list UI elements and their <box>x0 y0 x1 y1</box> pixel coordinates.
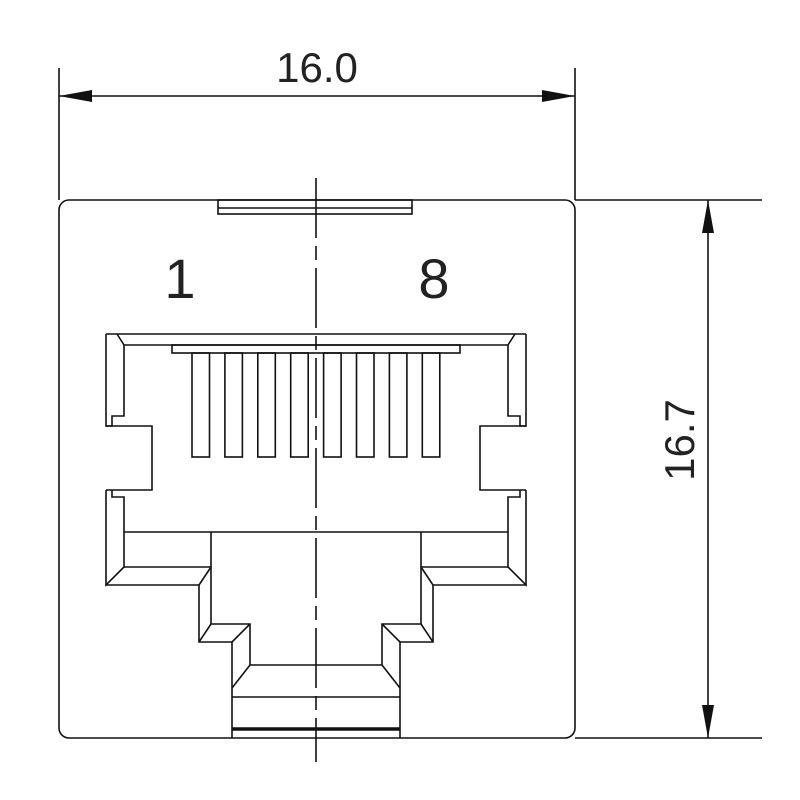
jack-body-outline <box>58 199 576 739</box>
contact-pin-5 <box>322 352 342 458</box>
arrowhead-left <box>59 90 92 102</box>
width-dimension: 16.0 <box>58 44 576 200</box>
top-tab <box>217 199 413 215</box>
arrowhead-bottom <box>702 705 714 738</box>
contact-pin-6 <box>355 352 375 458</box>
contacts <box>191 352 441 458</box>
height-dimension: 16.7 <box>575 199 762 739</box>
contact-pin-2 <box>224 352 244 458</box>
pin-1-label: 1 <box>164 247 195 310</box>
contact-pin-4 <box>289 352 310 458</box>
socket-opening <box>105 333 527 738</box>
contact-pin-1 <box>191 352 211 458</box>
pin-8-label: 8 <box>418 247 449 310</box>
contact-pin-7 <box>388 352 408 458</box>
arrowhead-top <box>702 200 714 233</box>
contact-pin-8 <box>421 352 441 458</box>
width-label: 16.0 <box>276 44 358 91</box>
contact-pin-3 <box>256 352 277 458</box>
arrowhead-right <box>542 90 575 102</box>
height-label: 16.7 <box>656 399 703 481</box>
